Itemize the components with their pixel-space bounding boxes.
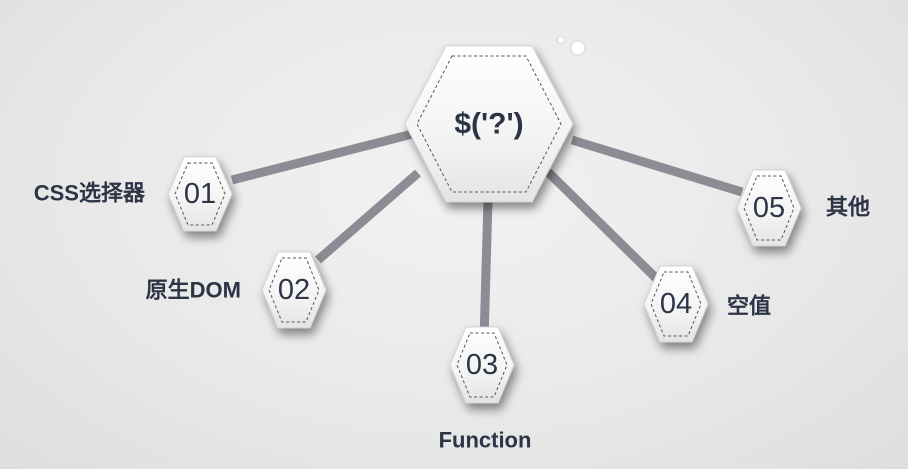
node-number-01: 01 [184, 178, 216, 210]
node-label-03: Function [439, 428, 532, 453]
hexagon-03 [449, 326, 515, 404]
node-number-02: 02 [278, 274, 310, 306]
connector-02 [315, 169, 421, 264]
node-01: 01 CSS选择器 [34, 156, 233, 232]
connector-05 [570, 135, 744, 197]
decorative-bubbles [557, 36, 586, 56]
center-hexagon [404, 45, 574, 203]
bubble-large [570, 40, 586, 56]
hexagon-04 [643, 265, 709, 343]
node-04: 04 空值 [643, 265, 771, 343]
connector-01 [230, 125, 430, 185]
node-number-05: 05 [753, 192, 785, 224]
node-03: 03 Function [439, 326, 532, 453]
node-label-01: CSS选择器 [34, 181, 146, 206]
node-label-02: 原生DOM [146, 278, 241, 303]
connectors [230, 125, 744, 341]
connector-04 [544, 168, 666, 288]
node-label-05: 其他 [826, 195, 870, 220]
node-02: 02 原生DOM [146, 251, 327, 329]
node-05: 05 其他 [736, 169, 870, 247]
node-number-04: 04 [660, 288, 692, 320]
hexagon-05 [736, 169, 802, 247]
node-number-03: 03 [466, 349, 498, 381]
connector-03 [479, 199, 493, 341]
hexagon-01 [167, 156, 233, 232]
node-label-04: 空值 [727, 294, 771, 319]
center-label: $('?') [454, 108, 523, 141]
hexagon-02 [261, 251, 327, 329]
bubble-small [557, 36, 565, 44]
